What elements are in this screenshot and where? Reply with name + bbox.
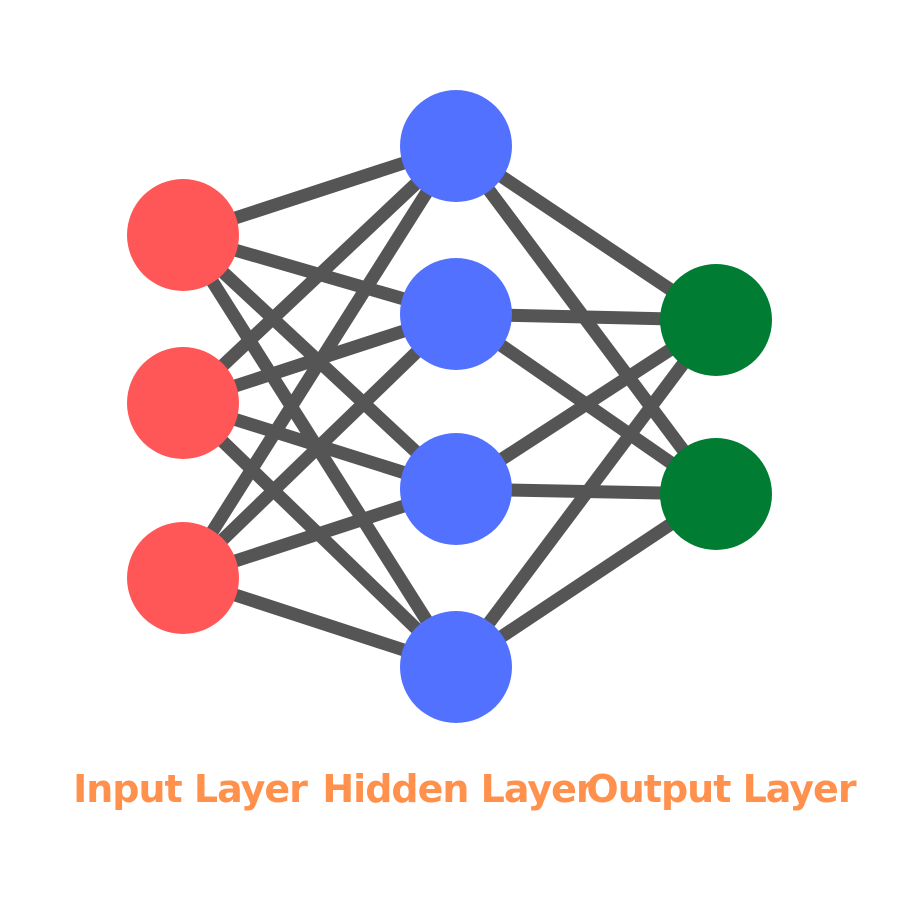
hidden-node-3: [400, 433, 512, 545]
edge-input-3-to-hidden-2: [178, 309, 461, 583]
input-node-2: [127, 347, 239, 459]
hidden-node-2: [400, 258, 512, 370]
edge-hidden-4-to-output-1: [450, 316, 722, 671]
input-node-1: [127, 179, 239, 291]
hidden-layer-label: Hidden Layer: [322, 767, 595, 811]
output-node-1: [660, 264, 772, 376]
connections-group: [177, 139, 722, 674]
hidden-node-4: [400, 611, 512, 723]
input-layer-label: Input Layer: [73, 767, 308, 811]
input-node-3: [127, 522, 239, 634]
layer-labels-group: Input Layer Hidden Layer Output Layer: [73, 767, 858, 811]
edge-input-2-to-hidden-1: [178, 141, 461, 408]
edge-input-3-to-hidden-1: [177, 142, 462, 582]
nodes-group: [127, 90, 772, 723]
output-node-2: [660, 438, 772, 550]
output-layer-label: Output Layer: [586, 767, 856, 811]
hidden-node-1: [400, 90, 512, 202]
